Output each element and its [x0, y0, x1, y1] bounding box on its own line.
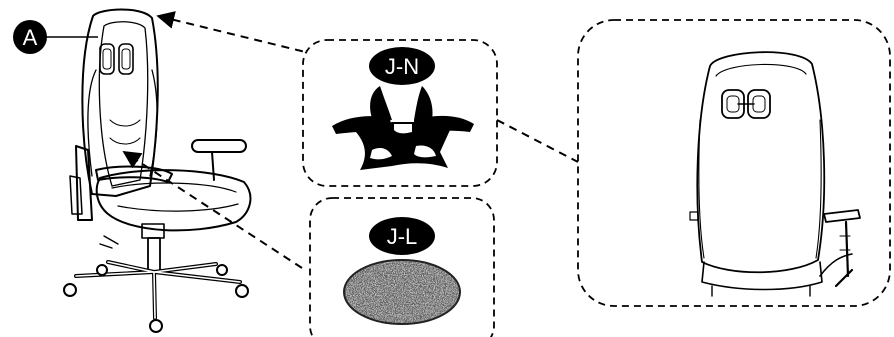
chair-front-illustration: [69, 8, 252, 320]
chair-back-illustration: [689, 51, 861, 297]
box-jl-badge: [369, 217, 435, 255]
box-jn-frame: [302, 39, 498, 187]
box-jn-label: J-N: [385, 54, 419, 79]
callout-a: A: [13, 20, 98, 54]
box-back-view: [577, 19, 891, 307]
lumbar-pillow-part: [343, 259, 461, 325]
chair-casters: [63, 264, 249, 333]
box-jl: J-L: [309, 197, 495, 337]
box-jn: J-N: [302, 39, 498, 187]
pointer-jl-to-lumbar: [122, 151, 303, 269]
callout-a-label: A: [23, 25, 38, 50]
box-jn-badge: [369, 47, 435, 85]
pointer-lines: [122, 11, 579, 269]
pointer-jn-to-headrest: [156, 11, 331, 59]
headrest-pillow-highlights: [370, 124, 436, 160]
pointer-jn-to-back-view: [496, 119, 579, 163]
box-back-view-frame: [577, 19, 891, 307]
callout-a-badge: [13, 20, 47, 54]
box-jl-label: J-L: [387, 224, 418, 249]
